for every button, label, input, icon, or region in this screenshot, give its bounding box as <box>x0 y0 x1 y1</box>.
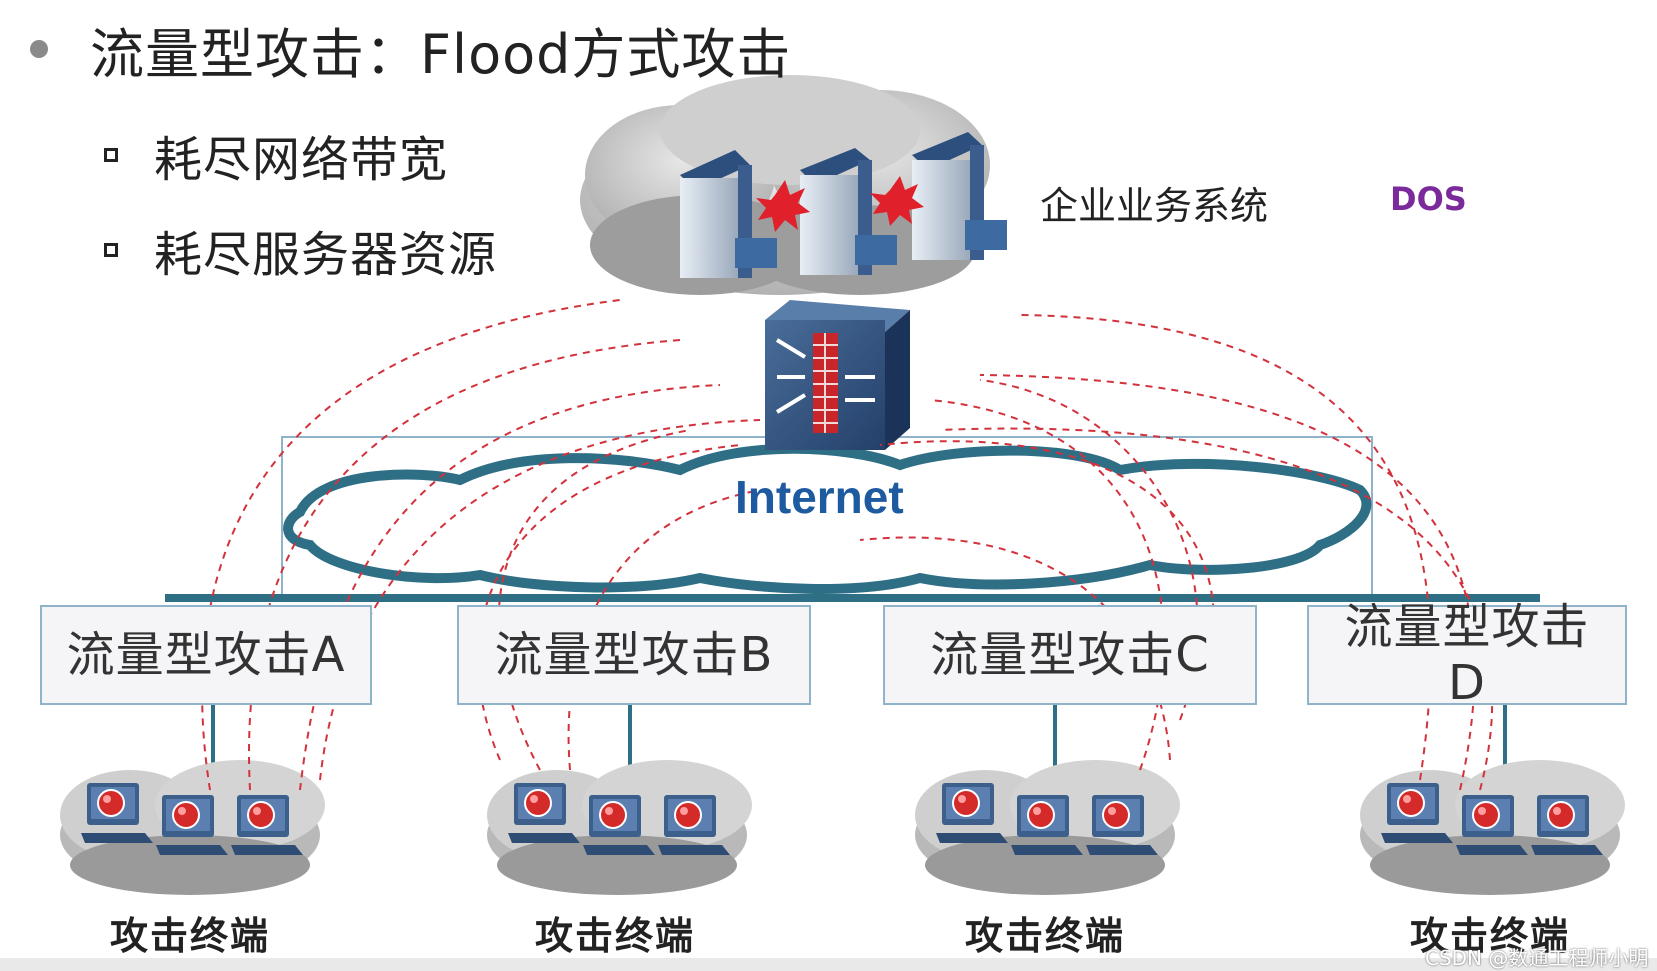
attacker-computer-icon <box>508 783 580 843</box>
attacker-computer-icon <box>81 783 153 843</box>
square-bullet-icon <box>104 243 118 257</box>
dos-label: DOS <box>1390 180 1467 218</box>
sub-bullet-item: 耗尽服务器资源 <box>104 215 497 285</box>
attacker-computer-icon <box>231 795 303 855</box>
square-bullet-icon <box>104 148 118 162</box>
terminal-label-d: 攻击终端 <box>1410 914 1571 958</box>
burst-icon <box>870 176 924 226</box>
title-row: 流量型攻击：Flood方式攻击 <box>22 14 791 86</box>
attack-box-b: 流量型攻击B <box>457 605 811 705</box>
terminal-cloud <box>60 760 325 895</box>
terminal-label-c: 攻击终端 <box>965 914 1126 958</box>
server-icon <box>680 150 777 278</box>
watermark: CSDN @数通工程师小明 <box>1425 946 1649 970</box>
attacker-computer-icon <box>936 783 1008 843</box>
terminal-cloud <box>915 760 1180 895</box>
server-icon <box>800 148 897 275</box>
terminal-cloud <box>487 760 752 895</box>
firewall-icon <box>765 300 910 450</box>
attack-box-a: 流量型攻击A <box>40 605 372 705</box>
attacker-computer-icon <box>658 795 730 855</box>
sub-bullet-text: 耗尽网络带宽 <box>154 132 449 188</box>
terminal-cloud <box>1360 760 1625 895</box>
enterprise-label: 企业业务系统 <box>1040 184 1269 228</box>
attacker-computer-icon <box>1011 795 1083 855</box>
attacker-computer-icon <box>1456 795 1528 855</box>
internet-label: Internet <box>735 471 904 523</box>
server-icon <box>912 132 1007 260</box>
bottom-bar <box>0 958 1657 971</box>
server-group <box>680 132 1007 278</box>
terminal-label-a: 攻击终端 <box>110 914 271 958</box>
internet-cloud <box>283 443 1372 594</box>
attacker-computer-icon <box>156 795 228 855</box>
attacker-computer-icon <box>583 795 655 855</box>
attack-box-c: 流量型攻击C <box>883 605 1257 705</box>
attack-box-d: 流量型攻击D <box>1307 599 1627 711</box>
slide-title: 流量型攻击：Flood方式攻击 <box>90 22 792 86</box>
attacker-computer-icon <box>1086 795 1158 855</box>
attacker-computer-icon <box>1381 783 1453 843</box>
bullet-dot <box>30 40 48 58</box>
terminal-label-b: 攻击终端 <box>535 914 696 958</box>
sub-bullet-text: 耗尽服务器资源 <box>154 227 498 283</box>
sub-bullet-item: 耗尽网络带宽 <box>104 120 448 190</box>
burst-icon <box>756 180 810 232</box>
attacker-computer-icon <box>1531 795 1603 855</box>
